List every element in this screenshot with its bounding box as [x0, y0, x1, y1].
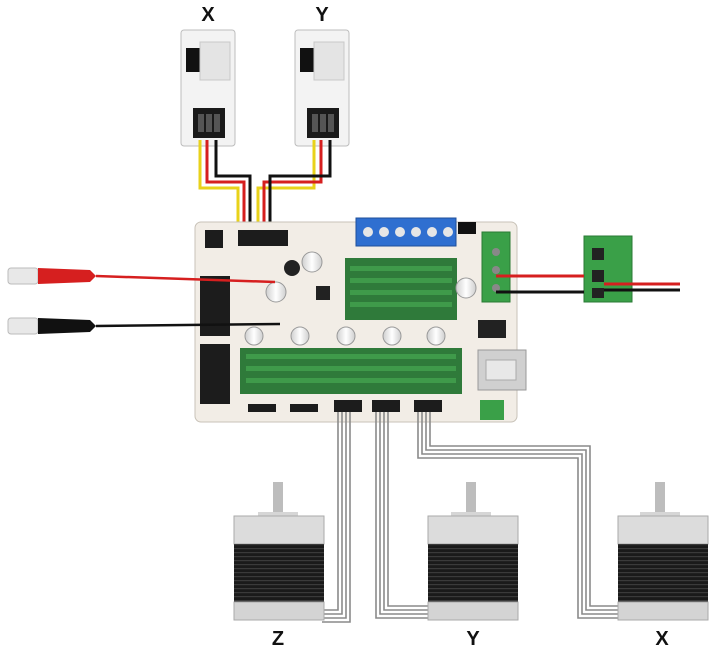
stepper-motor-z: [233, 482, 325, 621]
control-board: [194, 217, 527, 423]
endstop-y-label: Y: [315, 4, 329, 26]
stepper-motor-y: [427, 482, 519, 621]
endstop-x-label: X: [201, 4, 215, 26]
alligator-clip-black: [7, 317, 281, 335]
alligator-clip-red: [7, 267, 276, 285]
motor-cables: [322, 412, 620, 623]
endstop-wires: [198, 140, 332, 240]
motor-y-label: Y: [466, 628, 480, 650]
endstop-switch-x: [180, 29, 236, 147]
stepper-motor-x: [617, 482, 709, 621]
power-wires: [496, 274, 680, 294]
screw-terminal-power: [583, 235, 633, 303]
endstop-switch-y: [294, 29, 350, 147]
motor-x-label: X: [655, 628, 669, 650]
motor-z-label: Z: [271, 628, 285, 650]
